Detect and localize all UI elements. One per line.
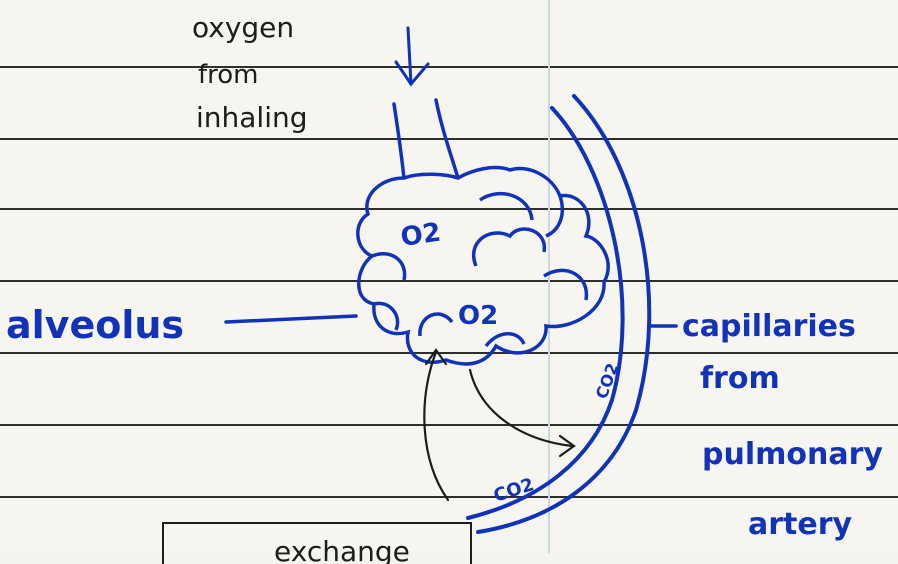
- oxygen-label-top: O2: [399, 218, 443, 253]
- alveolus-label: alveolus: [6, 306, 184, 344]
- capillaries-label-line4: artery: [748, 510, 852, 540]
- capillaries-label-line1: capillaries: [682, 312, 856, 342]
- oxygen-label-middle: O2: [458, 301, 498, 331]
- bronchiole-tube: [394, 100, 458, 178]
- oxygen-inhaled-label-line2: from: [198, 62, 259, 88]
- capillaries-label-line3: pulmonary: [702, 440, 883, 470]
- exchange-box: exchange: [162, 522, 472, 564]
- inhale-arrow: [396, 28, 428, 84]
- oxygen-inhaled-label-line3: inhaling: [196, 104, 308, 132]
- exchange-arrows: [424, 350, 574, 500]
- exchange-box-label: exchange: [274, 538, 410, 564]
- alveolus-cluster: [358, 168, 608, 364]
- capillaries-label-line2: from: [700, 364, 780, 394]
- oxygen-inhaled-label-line1: oxygen: [192, 14, 294, 42]
